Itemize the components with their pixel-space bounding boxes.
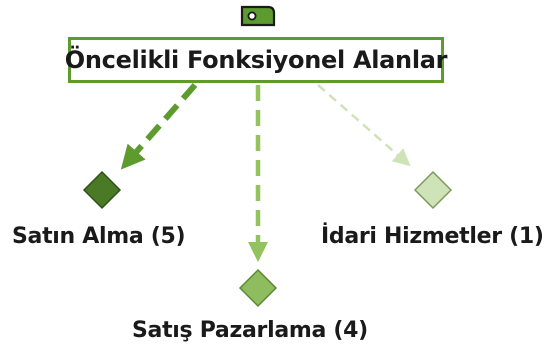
root-node: Öncelikli Fonksiyonel Alanlar [64, 37, 448, 83]
connector-satin-alma [120, 83, 198, 170]
root-title: Öncelikli Fonksiyonel Alanlar [64, 46, 448, 74]
diamond-icon [413, 170, 453, 210]
diamond-icon [238, 268, 278, 308]
node-label-satis-pazarlama: Satış Pazarlama (4) [132, 318, 368, 343]
diamond-icon [82, 170, 122, 210]
connector-idari-hizmetler [317, 84, 411, 167]
node-satin-alma [82, 170, 122, 210]
node-label-satin-alma: Satın Alma (5) [12, 224, 186, 249]
node-idari-hizmetler [413, 170, 453, 210]
node-satis-pazarlama [238, 268, 278, 308]
tag-icon [240, 5, 276, 27]
node-label-idari-hizmetler: İdari Hizmetler (1) [321, 224, 544, 249]
